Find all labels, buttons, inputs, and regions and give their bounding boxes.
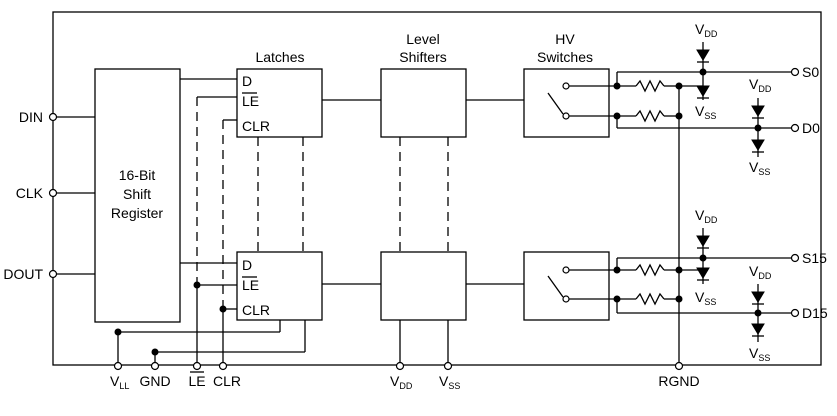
diode-pair-s15 [696,228,710,284]
pin-vss: VSS [439,361,460,391]
pin-le: LE [188,361,206,389]
s15-vdd-label: VDD [695,207,718,225]
diode-pair-d15 [751,284,765,342]
latch-bottom-clr: CLR [242,302,270,318]
d15-vdd-label: VDD [749,263,772,281]
s0-vdd-label: VDD [695,21,718,39]
diode-pair-s0 [696,42,710,100]
latch-bottom [236,251,323,321]
svg-text:D0: D0 [802,120,820,136]
pin-rgnd: RGND [658,361,700,389]
pin-clk: CLK [16,185,95,201]
level-shifter-bottom [380,251,467,321]
hv-switch-top [523,68,610,138]
pin-d0: D0 [790,120,820,136]
latches-label: Latches [255,49,304,65]
latch-top-clr: CLR [242,118,270,134]
shift-register-label-line3: Register [111,205,163,221]
svg-text:CLR: CLR [213,373,241,389]
svg-text:VSS: VSS [439,373,460,391]
s15-vss-label: VSS [695,289,716,307]
svg-text:S0: S0 [802,64,819,80]
hv-switches-label-line2: Switches [537,49,593,65]
d15-vss-label: VSS [749,345,770,363]
level-shifter-top [380,68,467,138]
svg-text:D15: D15 [802,305,828,321]
shift-register-label-line1: 16-Bit [119,167,156,183]
latch-bottom-le: LE [242,277,259,293]
pin-d15: D15 [790,305,828,321]
level-shifters-label-line2: Shifters [399,49,446,65]
diode-pair-d0 [751,98,765,157]
hv-switch-bottom [523,251,610,321]
pin-vll: VLL [110,361,129,391]
chip-outline [52,11,822,366]
d0-vss-label: VSS [749,159,770,177]
shift-register-label-line2: Shift [123,186,151,202]
svg-text:CLK: CLK [16,185,44,201]
svg-text:S15: S15 [802,250,827,266]
pin-din: DIN [19,109,95,125]
pin-s15: S15 [790,250,827,266]
pin-vdd: VDD [390,361,413,391]
svg-text:GND: GND [139,373,170,389]
latch-bottom-d: D [242,257,252,273]
latch-top-d: D [242,73,252,89]
svg-text:LE: LE [188,373,205,389]
d0-vdd-label: VDD [749,76,772,94]
latch-top-le: LE [242,93,259,109]
pin-gnd: GND [139,361,171,389]
svg-text:DIN: DIN [19,109,43,125]
svg-text:DOUT: DOUT [3,266,43,282]
svg-text:VLL: VLL [110,373,129,391]
pin-s0: S0 [790,64,819,80]
level-shifters-label-line1: Level [406,31,439,47]
pin-dout: DOUT [3,266,95,282]
pin-clr: CLR [213,361,241,389]
shift-register-block [94,68,181,323]
svg-text:VDD: VDD [390,373,413,391]
s0-vss-label: VSS [695,103,716,121]
svg-text:RGND: RGND [658,373,699,389]
hv-switches-label-line1: HV [555,31,575,47]
latch-top [236,68,323,138]
